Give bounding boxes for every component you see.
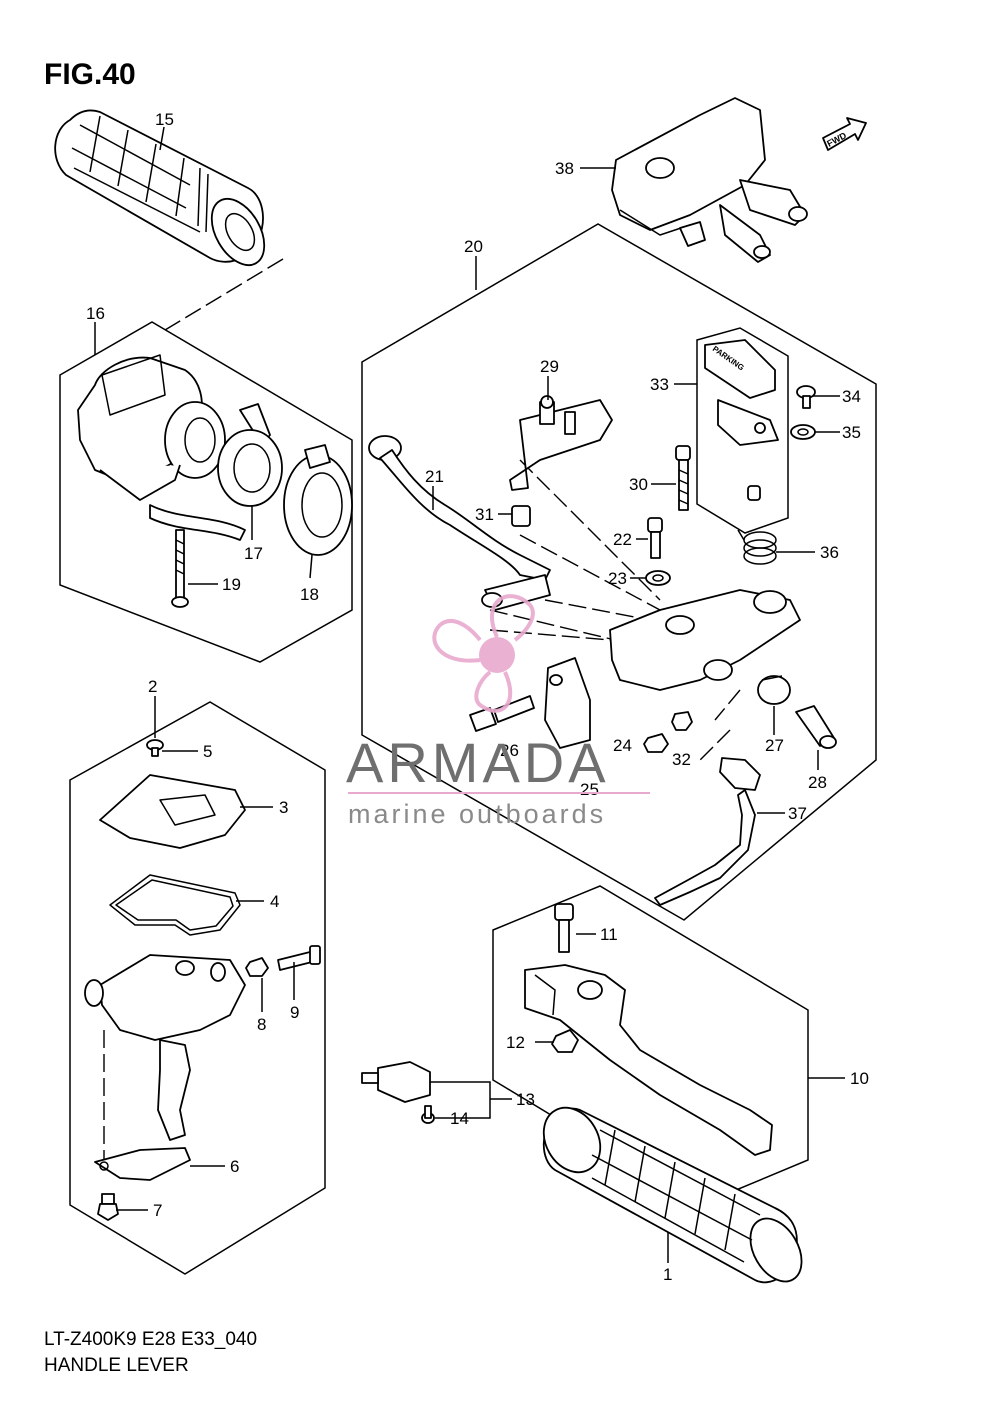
callout-35: 35: [842, 423, 861, 442]
bolt-part-22: [647, 517, 663, 559]
dashed-connectors: [103, 258, 741, 1160]
group-outline-10: [492, 885, 809, 1206]
callout-7: 7: [153, 1201, 162, 1220]
forward-arrow-icon: FWD: [822, 117, 867, 151]
callout-27: 27: [765, 736, 784, 755]
callout-17: 17: [244, 544, 263, 563]
figure-title: FIG.40: [44, 58, 136, 91]
plate-part-6: [94, 1147, 191, 1181]
screw-part-19: [171, 529, 189, 608]
callout-3: 3: [279, 798, 288, 817]
callout-31: 31: [475, 505, 494, 524]
callout-11: 11: [600, 925, 618, 944]
callout-30: 30: [629, 475, 648, 494]
throttle-housing-part-2: [84, 954, 246, 1141]
callout-19: 19: [222, 575, 241, 594]
callout-5: 5: [203, 742, 212, 761]
callout-24: 24: [613, 736, 632, 755]
parking-bracket-part-33: PARKING: [704, 339, 779, 501]
switch-part-13: [361, 1061, 431, 1103]
callout-8: 8: [257, 1015, 266, 1034]
switch-assembly-part-16: [77, 354, 271, 541]
callout-12: 12: [506, 1033, 525, 1052]
callout-29: 29: [540, 357, 559, 376]
figure-caption: HANDLE LEVER: [44, 1355, 189, 1376]
nut-part-7: [97, 1193, 119, 1221]
group-outline-16: [59, 321, 353, 663]
washer-part-35: [790, 424, 816, 440]
callout-10: 10: [850, 1069, 869, 1088]
brake-lever-part-10: [524, 964, 773, 1156]
callout-34: 34: [842, 387, 861, 406]
callout-9: 9: [290, 1003, 299, 1022]
screw-part-5: [146, 739, 164, 757]
callout-20: 20: [464, 237, 483, 256]
watermark-tagline: marine outboards: [348, 799, 607, 829]
callout-28: 28: [808, 773, 827, 792]
callout-25: 25: [580, 780, 599, 799]
callout-33: 33: [650, 375, 669, 394]
cover-part-27: [757, 675, 791, 705]
switch-housing-part-38: [611, 97, 808, 263]
group-outline-20: [361, 223, 877, 921]
model-code: LT-Z400K9 E28 E33_040: [44, 1329, 258, 1350]
callout-4: 4: [270, 892, 279, 911]
callout-37: 37: [788, 804, 807, 823]
callout-21: 21: [425, 467, 444, 486]
callout-23: 23: [608, 569, 627, 588]
nut-part-8: [245, 957, 269, 977]
callout-1: 1: [663, 1265, 672, 1284]
nut-part-32: [671, 711, 693, 731]
callout-13: 13: [516, 1090, 535, 1109]
callout-2: 2: [148, 677, 157, 696]
callout-leaders: [94, 126, 845, 1263]
pin-part-31: [511, 505, 531, 527]
bolt-part-30: [675, 445, 691, 511]
nut-part-24: [643, 733, 669, 753]
switch-part-28: [795, 705, 837, 749]
group-outline-33: [696, 327, 789, 534]
nut-part-12: [551, 1029, 579, 1053]
ring-part-18: [283, 444, 353, 556]
callout-36: 36: [820, 543, 839, 562]
callout-16: 16: [86, 304, 105, 323]
callout-26: 26: [500, 741, 519, 760]
bolt-part-9: [277, 945, 321, 971]
watermark-divider: [348, 792, 650, 794]
grip-left-part-15: [54, 109, 266, 266]
cable-part-37: [654, 757, 761, 906]
grip-right-part-1: [542, 1106, 803, 1284]
screw-part-14: [421, 1105, 435, 1124]
group-outline-2: [69, 701, 326, 1275]
callout-18: 18: [300, 585, 319, 604]
lever-holder-part-25: [544, 589, 801, 749]
spring-part-36: [737, 529, 777, 565]
callout-14: 14: [450, 1109, 469, 1128]
collar-part-17: [217, 429, 283, 507]
bolt-part-26: [469, 695, 535, 732]
callout-22: 22: [613, 530, 632, 549]
bracket-part-29: [509, 395, 613, 491]
watermark-logo-icon: [432, 594, 535, 713]
callout-labels: 15 16 17 18 19 20 21 31 29 30 22 23 33 3…: [86, 110, 869, 1284]
gasket-part-4: [109, 874, 241, 936]
callout-6: 6: [230, 1157, 239, 1176]
washer-part-23: [645, 570, 671, 586]
lever-part-21: [368, 435, 551, 611]
callout-15: 15: [155, 110, 174, 129]
screw-part-34: [796, 385, 816, 409]
callout-38: 38: [555, 159, 574, 178]
bolt-part-11: [554, 903, 574, 953]
callout-32: 32: [672, 750, 691, 769]
cover-part-3: [99, 774, 246, 849]
watermark-brand: ARMADA: [346, 731, 610, 794]
